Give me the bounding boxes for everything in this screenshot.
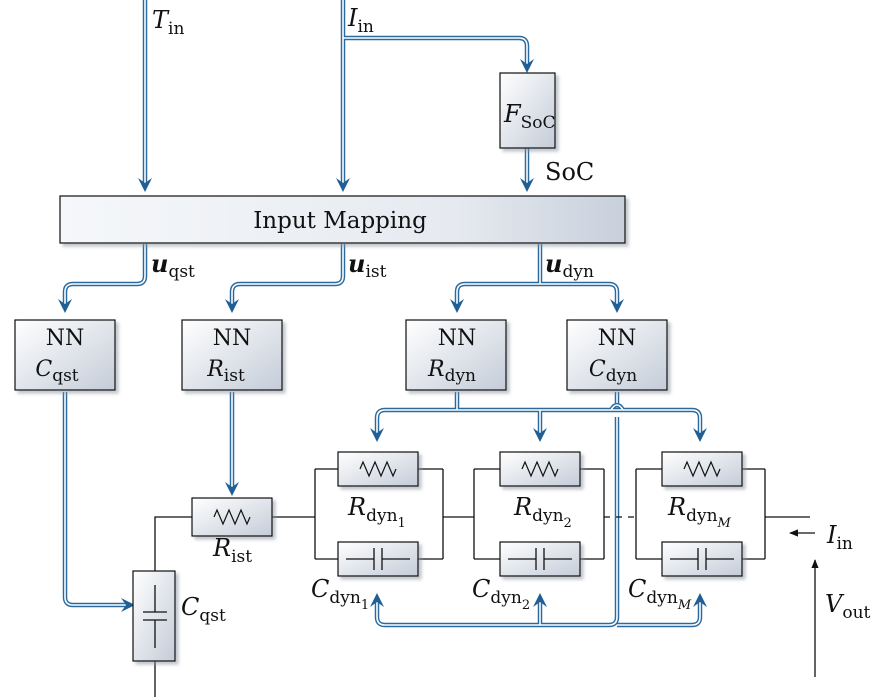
nn-r-ist-block	[181, 319, 283, 391]
svg-text:NN: NN	[46, 326, 85, 351]
u-ist-label: uist	[348, 249, 387, 282]
svg-text:Cqst: Cqst	[35, 357, 78, 386]
c-dyn-m-label: CdynM	[628, 575, 692, 613]
soc-output-label: SoC	[545, 158, 594, 186]
nn-r-dyn-block	[405, 319, 507, 391]
svg-text:Rist: Rist	[206, 357, 245, 386]
soc-block	[499, 72, 556, 149]
c-dyn-2-label: Cdyn2	[472, 575, 530, 613]
soc-output-arrow	[520, 178, 534, 192]
u-qst-label: uqst	[151, 249, 195, 282]
u-dyn-right-arrow	[610, 299, 624, 313]
svg-text:NN: NN	[438, 326, 477, 351]
r-dyn-1-label: Rdyn1	[347, 493, 406, 531]
u-ist-arrow	[225, 299, 239, 313]
capacitor-c-qst	[132, 570, 176, 662]
r-dyn-m-arrow	[693, 428, 707, 442]
svg-text:NN: NN	[213, 326, 252, 351]
i-in-output-label: Iin	[826, 521, 853, 554]
soc-block-label: FSoC	[503, 100, 556, 133]
c-dyn-1-arrow	[370, 593, 384, 607]
t-in-label: Tin	[152, 6, 184, 39]
u-dyn-left-arrow	[450, 299, 464, 313]
r-ist-arrow	[225, 482, 239, 496]
nn-r-dyn-text: NN Rdyn	[427, 326, 476, 386]
r-dyn-m-label: RdynM	[667, 493, 732, 531]
resistor-r-dyn-1-symbol	[359, 460, 397, 478]
r-dyn-2-label: Rdyn2	[513, 493, 572, 531]
signal-i-in-to-soc	[343, 35, 530, 66]
svg-text:NN: NN	[598, 326, 637, 351]
signal-c-qst	[62, 392, 127, 608]
i-in-arrow	[336, 178, 350, 192]
c-dyn-2-arrow	[533, 593, 547, 607]
c-dyn-1-label: Cdyn1	[311, 575, 369, 613]
input-mapping-block	[59, 195, 626, 244]
signal-c-dyn-out-b	[608, 417, 620, 628]
svg-text:Rdyn: Rdyn	[427, 357, 476, 386]
signal-arrowheads	[58, 59, 707, 612]
nn-c-dyn-text: NN Cdyn	[589, 326, 637, 386]
signal-u-ist	[229, 244, 346, 307]
blocks	[14, 72, 743, 662]
capacitor-c-dyn-2-symbol	[508, 548, 572, 570]
r-dyn-2-arrow	[533, 428, 547, 442]
r-ist-label: Rist	[212, 534, 252, 567]
resistor-r-dyn-3-symbol	[683, 460, 721, 478]
nn-c-qst-text: NN Cqst	[35, 326, 84, 386]
input-mapping-label: Input Mapping	[253, 208, 427, 234]
v-out-label: Vout	[825, 590, 871, 623]
u-dyn-label: udyn	[545, 249, 594, 282]
u-qst-arrow	[58, 299, 72, 313]
nn-c-dyn-block	[566, 319, 668, 391]
svg-text:Cdyn: Cdyn	[589, 357, 637, 386]
circuit-wires	[154, 468, 819, 697]
r-dyn-1-arrow	[370, 428, 384, 442]
capacitor-c-dyn-1-symbol	[346, 548, 410, 570]
resistor-r-ist-symbol	[213, 508, 251, 526]
soc-input-arrow	[520, 59, 534, 73]
nn-r-ist-text: NN Rist	[206, 326, 251, 386]
capacitor-c-dyn-3-symbol	[670, 548, 734, 570]
signal-u-qst	[62, 244, 148, 307]
i-in-label: Iin	[347, 4, 374, 37]
nn-c-qst-block	[14, 319, 116, 391]
t-in-arrow	[138, 178, 152, 192]
capacitor-c-qst-symbol	[143, 585, 167, 648]
signal-lines	[62, 0, 703, 628]
c-qst-label: Cqst	[181, 593, 226, 626]
resistor-r-dyn-2-symbol	[521, 460, 559, 478]
c-dyn-m-arrow	[693, 593, 707, 607]
c-qst-arrow	[121, 598, 135, 612]
